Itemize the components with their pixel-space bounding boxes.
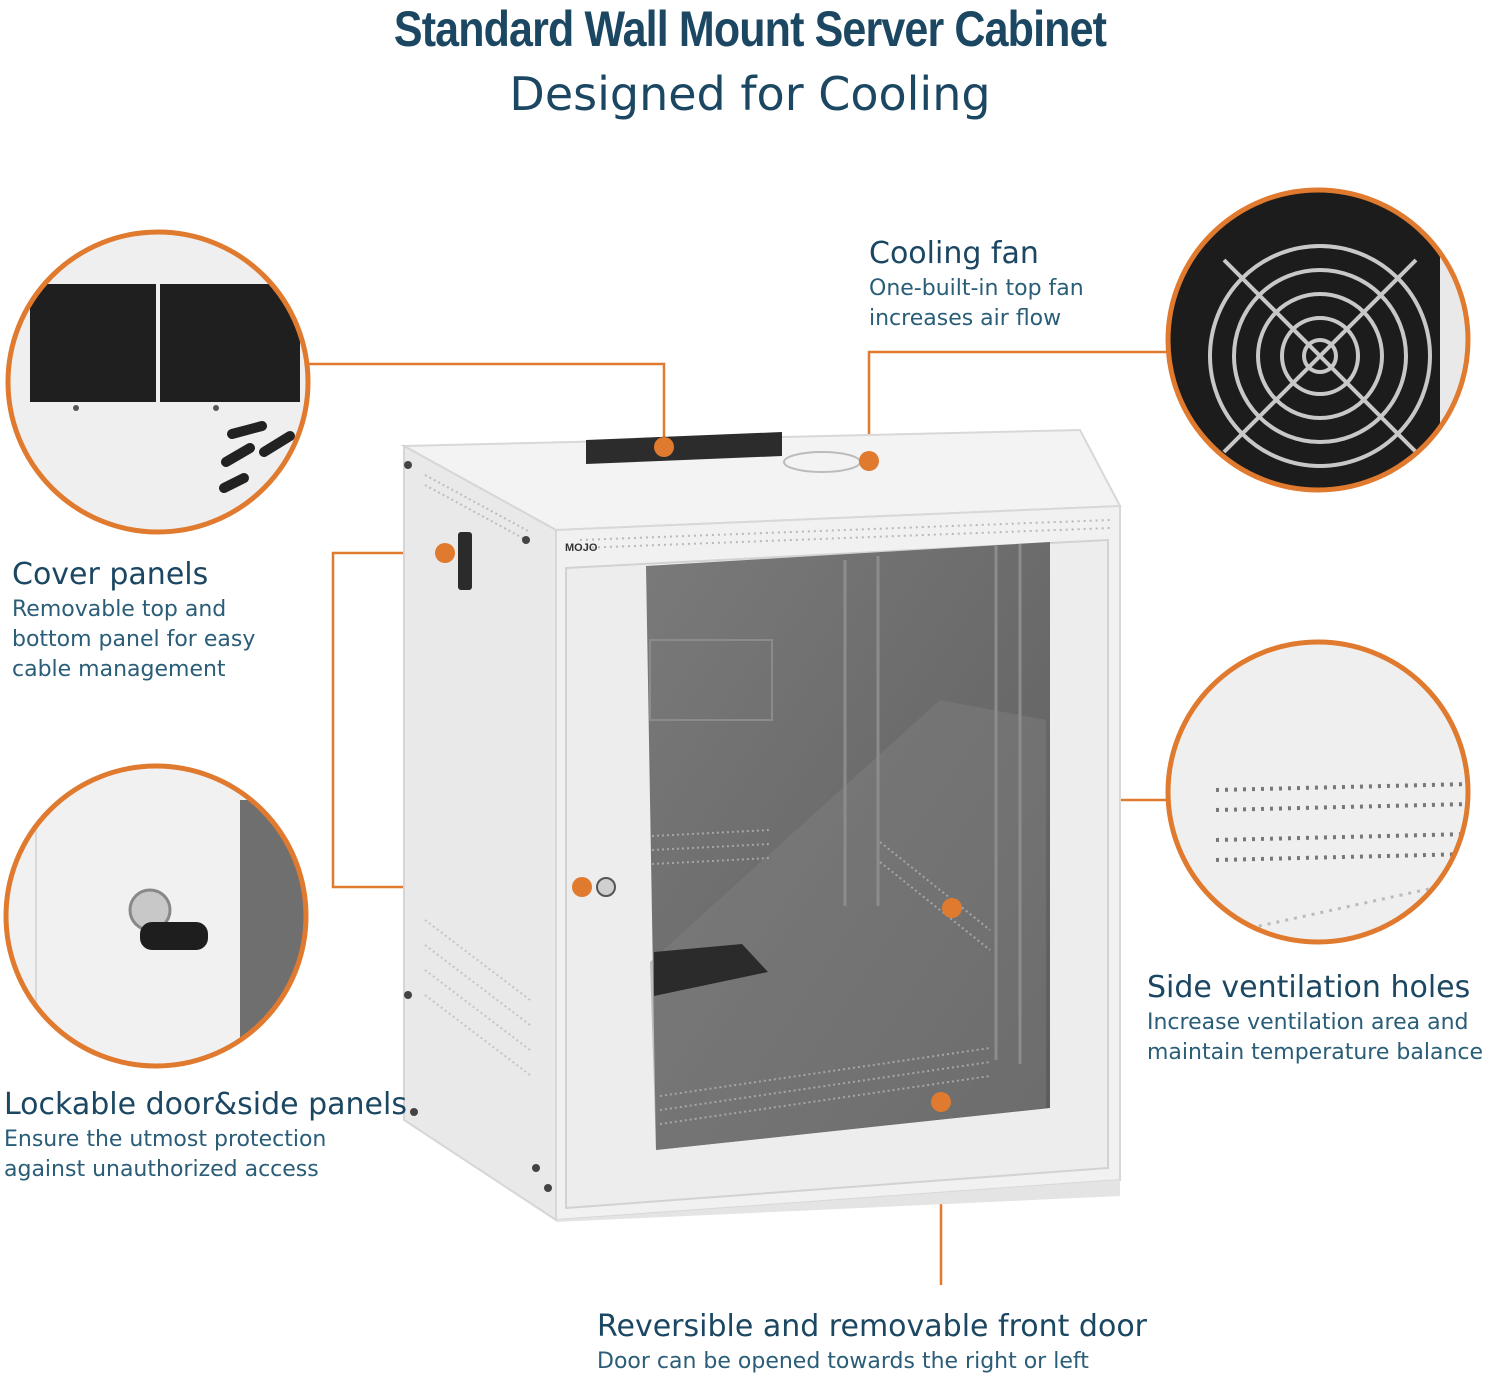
cooling-fan-dot: [859, 451, 879, 471]
side-vent-dot: [942, 898, 962, 918]
feature-front-door: Reversible and removable front door Door…: [597, 1307, 1147, 1377]
cover-panel-callout-line: [308, 362, 666, 444]
feature-description: Door can be opened towards the right or …: [597, 1349, 1089, 1374]
feature-cooling-fan: Cooling fan One-built-in top fan increas…: [869, 234, 1084, 334]
feature-description: Removable top and bottom panel for easy …: [12, 597, 256, 682]
brand-logo: MOJO: [565, 542, 598, 554]
front-door-dot: [931, 1092, 951, 1112]
cover-panel-dot: [654, 437, 674, 457]
feature-side-ventilation: Side ventilation holes Increase ventilat…: [1147, 968, 1483, 1068]
door-lock-dot: [572, 877, 592, 897]
feature-title: Cover panels: [12, 557, 209, 592]
cooling-fan-callout-line: [867, 350, 1166, 460]
page-subtitle: Designed for Cooling: [509, 67, 991, 121]
door-lock-detail-image: [3, 763, 309, 1069]
side-vent-detail-image: [1165, 639, 1471, 945]
cover-panels-detail-image: [5, 229, 311, 535]
server-cabinet: [400, 428, 1122, 1222]
feature-cover-panels: Cover panels Removable top and bottom pa…: [12, 555, 255, 685]
feature-title: Lockable door&side panels: [4, 1087, 407, 1122]
feature-lockable: Lockable door&side panels Ensure the utm…: [4, 1085, 407, 1185]
feature-description: One-built-in top fan increases air flow: [869, 276, 1084, 331]
feature-description: Increase ventilation area and maintain t…: [1147, 1010, 1484, 1065]
callout-dots: [435, 437, 962, 1112]
feature-description: Ensure the utmost protection against una…: [4, 1127, 327, 1182]
page-title: Standard Wall Mount Server Cabinet: [393, 1, 1107, 57]
feature-title: Reversible and removable front door: [597, 1309, 1148, 1344]
feature-title: Cooling fan: [869, 236, 1039, 271]
feature-title: Side ventilation holes: [1147, 970, 1471, 1005]
side-latch-dot: [435, 543, 455, 563]
cooling-fan-detail-image: [1165, 187, 1471, 493]
